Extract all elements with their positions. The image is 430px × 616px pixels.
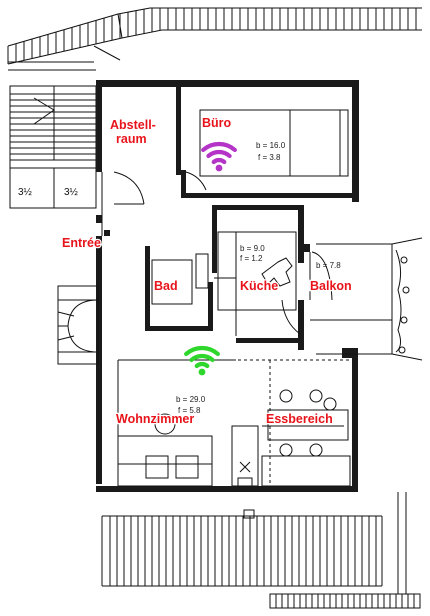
room-label-buero: Büro: [202, 116, 232, 130]
dim-wohn-f: f = 5.8: [178, 406, 201, 415]
room-label-wohnzimmer: Wohnzimmer: [116, 412, 194, 426]
roof-top: [7, 7, 422, 71]
room-label-entree: Entrée: [62, 236, 101, 250]
room-label-essbereich: Essbereich: [266, 412, 333, 426]
walls: [96, 80, 359, 492]
spiral-stairs: [57, 285, 99, 365]
wifi-dot: [198, 368, 206, 376]
wifi-arc: [194, 361, 210, 369]
dashed-lines: [118, 359, 352, 486]
wifi-icon: [184, 345, 220, 376]
living-furniture: [117, 413, 213, 487]
room-label-bad: Bad: [154, 279, 178, 293]
wifi-arc: [184, 345, 220, 357]
wifi-arc: [211, 157, 227, 165]
stair-level-left: 3½: [18, 187, 33, 198]
dim-buero-f: f = 3.8: [258, 153, 281, 162]
room-label-abstellraum-2: raum: [116, 132, 147, 146]
dim-wohn-b: b = 29.0: [176, 395, 206, 404]
wifi-dot: [215, 164, 223, 172]
thin-lines: [101, 109, 393, 486]
dining-table: [231, 389, 351, 487]
room-label-balkon: Balkon: [310, 279, 352, 293]
dim-kueche-f: f = 1.2: [240, 254, 263, 263]
dim-balkon-b: b = 7.8: [316, 261, 341, 270]
stair-level-right: 3½: [64, 187, 79, 198]
room-label-abstellraum-1: Abstell-: [110, 118, 156, 132]
kitchen-fixture: [261, 257, 293, 287]
balcony-railing: [391, 237, 423, 361]
wifi-icon: [201, 141, 237, 172]
wifi-arc: [201, 141, 237, 153]
dim-kueche-b: b = 9.0: [240, 244, 265, 253]
room-label-kueche: Küche: [240, 279, 278, 293]
roof-bottom: [101, 492, 421, 609]
wifi-arc: [206, 149, 232, 159]
dim-buero-b: b = 16.0: [256, 141, 286, 150]
wifi-arc: [189, 353, 215, 363]
